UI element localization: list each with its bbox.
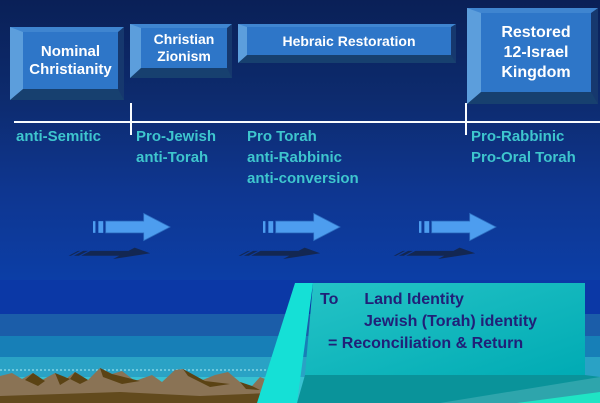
attribute-text: anti-Semitic [16, 128, 102, 145]
stage-box-label: Hebraic Restoration [282, 33, 416, 49]
attribute-text: Pro-Oral Torah [471, 149, 576, 166]
mountain-silhouette [0, 368, 274, 403]
callout-line-2: Jewish (Torah) identity [364, 313, 538, 330]
striped-right-arrow-icon [419, 212, 497, 242]
striped-right-arrow-icon [93, 212, 171, 242]
callout-line-1-text: Land Identity [364, 291, 464, 308]
timeline-tick-2 [465, 103, 467, 135]
arrow-shadow [68, 247, 151, 260]
attribute-text: Pro Torah [247, 128, 317, 145]
callout-line-1: To Land Identity [320, 290, 464, 310]
timeline-tick-1 [130, 103, 132, 135]
callout-to-label: To [320, 291, 339, 308]
stage-box-nominal-christianity: Nominal Christianity [10, 27, 124, 100]
attribute-text: anti-conversion [247, 170, 359, 187]
arrow-shadow [238, 247, 321, 260]
stage-attributes-4: Pro-Rabbinic Pro-Oral Torah [471, 126, 576, 168]
attribute-text: Pro-Jewish [136, 128, 217, 145]
stage-box-label: Restored 12-Israel Kingdom [501, 23, 571, 81]
stage-attributes-2: Pro-Jewish anti-Torah [136, 126, 216, 168]
callout-line-3: = Reconciliation & Return [328, 335, 524, 352]
attribute-text: Pro-Rabbinic [471, 128, 565, 145]
timeline-axis [14, 121, 600, 123]
stage-attributes-3: Pro Torah anti-Rabbinic anti-conversion [247, 126, 359, 189]
stage-box-label: Christian Zionism [153, 31, 215, 64]
spacer [338, 290, 364, 310]
callout-3d-panel [257, 283, 600, 403]
stage-attributes-1: anti-Semitic [16, 126, 101, 147]
arrow-shadow [393, 247, 476, 260]
attribute-text: anti-Rabbinic [247, 149, 343, 166]
stage-box-label: Nominal Christianity [29, 42, 112, 78]
attribute-text: anti-Torah [136, 149, 209, 166]
striped-right-arrow-icon [263, 212, 341, 242]
stage-box-hebraic-restoration: Hebraic Restoration [238, 24, 456, 63]
stage-box-christian-zionism: Christian Zionism [130, 24, 232, 78]
horizon-dotted-line [0, 369, 282, 371]
stage-box-restored-12-israel-kingdom: Restored 12-Israel Kingdom [467, 8, 598, 104]
